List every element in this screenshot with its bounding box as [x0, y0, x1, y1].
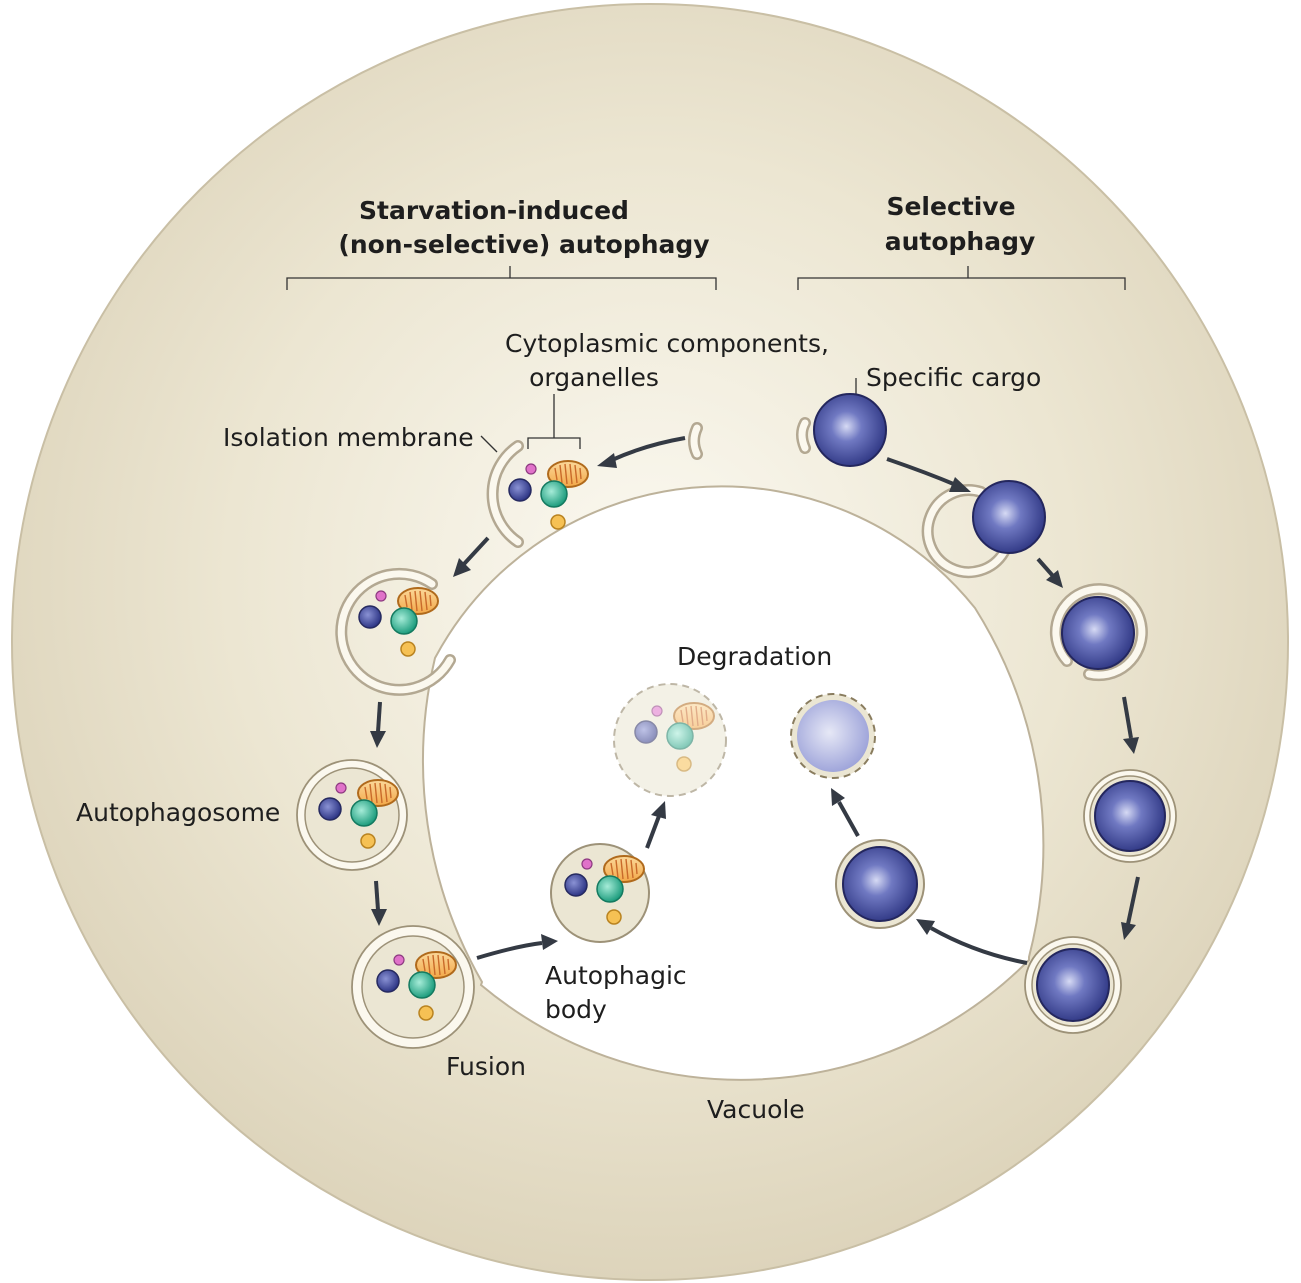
selective-stage-4 — [1083, 769, 1177, 863]
selective-bracket — [797, 266, 1126, 290]
svg-text:(non-selective) autophagy: (non-selective) autophagy — [338, 230, 709, 259]
autophagosome-stage — [296, 759, 408, 871]
selective-degrading-body — [790, 693, 876, 779]
cytoplasmic-components-label: Cytoplasmic components, organelles — [505, 329, 829, 392]
selective-heading: Selective autophagy — [885, 192, 1036, 256]
degrading-body — [613, 683, 727, 797]
autophagic-body-label: Autophagic body — [545, 961, 687, 1024]
vacuole-label: Vacuole — [707, 1095, 805, 1124]
isolation-membrane-stage — [486, 440, 589, 548]
expanding-phagophore-stage — [335, 567, 456, 696]
selective-stage-5 — [1024, 936, 1122, 1034]
svg-text:Cytoplasmic components,: Cytoplasmic components, — [505, 329, 829, 358]
selective-autophagic-body — [835, 839, 925, 929]
selective-stage-3 — [1049, 583, 1148, 682]
svg-text:Selective: Selective — [886, 192, 1015, 221]
cargo-sphere-icon — [813, 393, 887, 467]
fusion-stage — [351, 925, 475, 1049]
selective-stage-2 — [921, 480, 1046, 579]
autophagic-body — [550, 843, 650, 943]
svg-text:body: body — [545, 995, 607, 1024]
svg-text:Starvation-induced: Starvation-induced — [359, 196, 629, 225]
autophagosome-label: Autophagosome — [76, 798, 280, 827]
isolation-membrane-label: Isolation membrane — [223, 423, 474, 452]
starvation-heading: Starvation-induced (non-selective) autop… — [338, 196, 709, 259]
svg-text:autophagy: autophagy — [885, 227, 1036, 256]
specific-cargo-label: Specific cargo — [866, 363, 1041, 392]
pathway-arrows — [370, 436, 1140, 965]
svg-text:organelles: organelles — [529, 363, 659, 392]
fusion-label: Fusion — [446, 1052, 526, 1081]
starvation-bracket — [286, 266, 717, 290]
svg-text:Autophagic: Autophagic — [545, 961, 687, 990]
degradation-label: Degradation — [677, 642, 832, 671]
cytoplasmic-bracket — [527, 394, 581, 449]
